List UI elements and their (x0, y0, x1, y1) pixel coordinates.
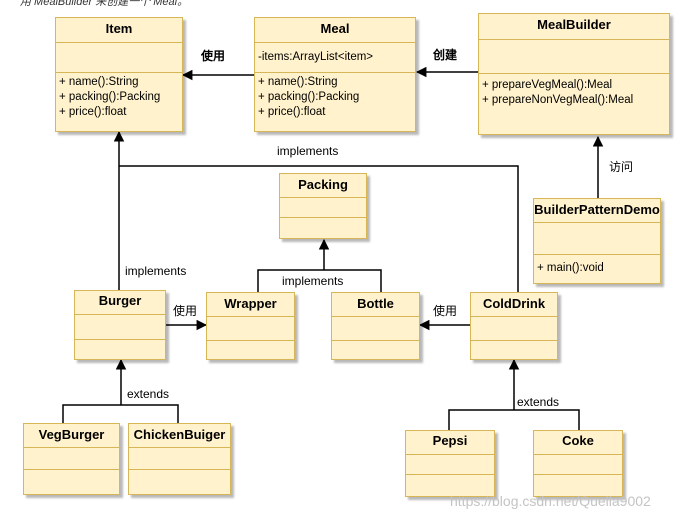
attrs-section (207, 317, 294, 341)
method: + packing():Packing (258, 91, 360, 103)
attrs-section (24, 448, 119, 470)
label-use-colddrink-bottle: 使用 (433, 304, 458, 318)
edge-pepsi-coke-colddrink (448, 409, 580, 430)
class-name: ColdDrink (471, 293, 557, 317)
class-name: Item (56, 18, 182, 43)
class-mealbuilder[interactable]: MealBuilder + prepareVegMeal():Meal + pr… (478, 13, 670, 135)
method: + packing():Packing (59, 91, 161, 103)
attrs-section: -items:ArrayList<item> (255, 43, 415, 73)
class-item[interactable]: Item + name():String + packing():Packing… (55, 17, 183, 132)
methods-section: + main():void (534, 255, 660, 278)
attrs-section (280, 198, 366, 218)
methods-section (534, 475, 622, 479)
methods-section (207, 341, 294, 345)
attrs-section (75, 315, 165, 340)
method: + name():String (258, 76, 338, 88)
class-name: MealBuilder (479, 14, 669, 40)
class-name: ChickenBuiger (129, 424, 230, 448)
label-implements-top: implements (277, 144, 339, 158)
method: + main():void (537, 262, 604, 274)
attrs-section (534, 455, 622, 475)
methods-section: + name():String + packing():Packing + pr… (56, 73, 182, 122)
methods-section: + name():String + packing():Packing + pr… (255, 73, 415, 122)
methods-section (280, 218, 366, 222)
class-burger[interactable]: Burger (74, 290, 166, 360)
methods-section (129, 470, 230, 474)
methods-section (24, 470, 119, 474)
class-name: BuilderPatternDemo (534, 199, 660, 223)
edge-veg-chicken-burger (62, 404, 179, 423)
class-pepsi[interactable]: Pepsi (405, 430, 495, 497)
class-name: Pepsi (406, 431, 494, 455)
label-use-meal-item: 使用 (201, 49, 226, 63)
attrs-section (129, 448, 230, 470)
methods-section (406, 475, 494, 479)
attrs-section (534, 223, 660, 255)
class-name: Bottle (332, 293, 419, 317)
class-coke[interactable]: Coke (533, 430, 623, 497)
methods-section: + prepareVegMeal():Meal + prepareNonVegM… (479, 74, 669, 110)
watermark: https://blog.csdn.net/Quella9002 (450, 493, 651, 509)
attrs-section (56, 43, 182, 73)
methods-section (75, 340, 165, 344)
class-bottle[interactable]: Bottle (331, 292, 420, 360)
methods-section (471, 341, 557, 345)
label-implements-packing: implements (282, 274, 344, 288)
caption: 用 MealBuilder 来创建一个 Meal。 (20, 0, 189, 8)
method: + price():float (59, 106, 127, 118)
class-name: Meal (255, 18, 415, 43)
class-name: VegBurger (24, 424, 119, 448)
label-use-burger-wrapper: 使用 (173, 304, 198, 318)
attrs-section (332, 317, 419, 341)
method: + prepareNonVegMeal():Meal (482, 94, 634, 106)
edge-colddrink-item (119, 165, 519, 292)
label-extends-colddrink: extends (517, 395, 560, 409)
attrs-section (471, 317, 557, 341)
method: + price():float (258, 106, 326, 118)
class-meal[interactable]: Meal -items:ArrayList<item> + name():Str… (254, 17, 416, 132)
class-vegburger[interactable]: VegBurger (23, 423, 120, 495)
label-visit: 访问 (609, 160, 634, 174)
method: + name():String (59, 76, 139, 88)
method: + prepareVegMeal():Meal (482, 79, 613, 91)
class-colddrink[interactable]: ColdDrink (470, 292, 558, 360)
label-implements-burger: implements (125, 264, 187, 278)
attrs-section (479, 40, 669, 74)
label-extends-burger: extends (127, 387, 170, 401)
class-name: Packing (280, 174, 366, 198)
class-wrapper[interactable]: Wrapper (206, 292, 295, 360)
attrs-section (406, 455, 494, 475)
class-name: Burger (75, 291, 165, 315)
edge-wrapper-packing (257, 269, 382, 292)
class-name: Wrapper (207, 293, 294, 317)
class-chickenburger[interactable]: ChickenBuiger (128, 423, 231, 495)
class-name: Coke (534, 431, 622, 455)
class-packing[interactable]: Packing (279, 173, 367, 239)
attr: -items:ArrayList<item> (258, 51, 374, 63)
label-create: 创建 (433, 48, 458, 62)
class-builderpatterndemo[interactable]: BuilderPatternDemo + main():void (533, 198, 661, 284)
methods-section (332, 341, 419, 345)
